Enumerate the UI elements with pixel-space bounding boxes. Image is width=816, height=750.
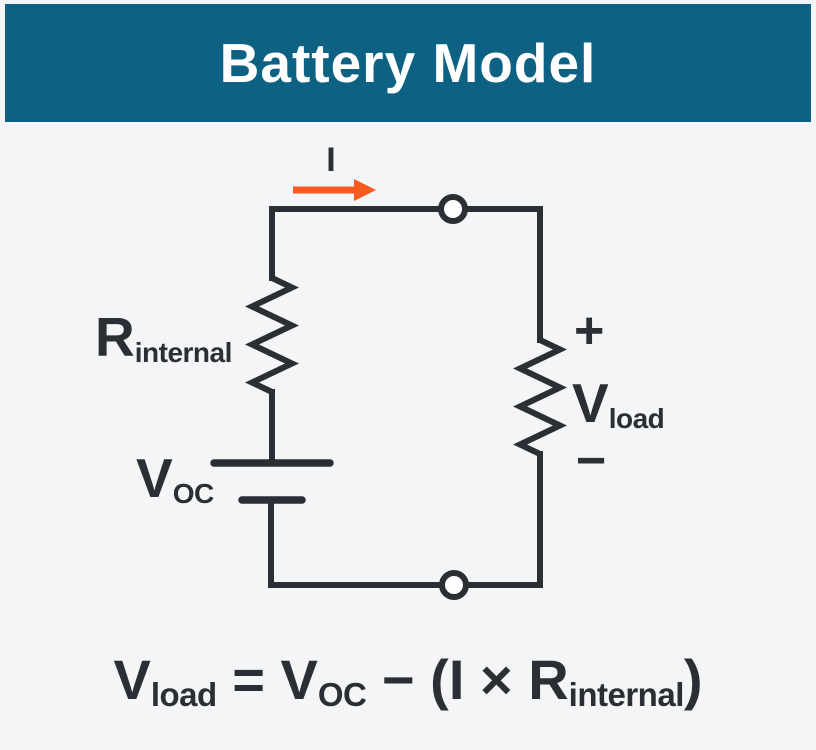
- v-oc-label: VOC: [136, 451, 215, 510]
- formula-v-oc: V: [280, 648, 318, 711]
- formula-minus-open: − (: [366, 648, 449, 711]
- page-title: Battery Model: [219, 31, 597, 94]
- bottom-terminal-node: [439, 570, 469, 600]
- load-resistor-zigzag: [513, 337, 567, 457]
- current-arrow-icon: [293, 179, 376, 201]
- minus-sign-label: −: [576, 432, 607, 490]
- plus-sign-label: +: [574, 302, 605, 360]
- formula-close-paren: ): [683, 648, 703, 711]
- formula-r-internal: R: [528, 648, 569, 711]
- load-voltage-formula: Vload = VOC − (I × Rinternal): [0, 652, 816, 712]
- v-oc-symbol: V: [136, 447, 173, 509]
- formula-times: ×: [464, 648, 529, 711]
- formula-equals: =: [216, 648, 281, 711]
- r-internal-label: Rinternal: [95, 310, 233, 369]
- v-oc-subscript: OC: [172, 478, 215, 510]
- formula-v-load: V: [113, 648, 151, 711]
- current-label: I: [326, 141, 336, 179]
- circuit-wires: [210, 206, 567, 588]
- top-terminal-node: [438, 194, 468, 224]
- v-load-symbol: V: [572, 372, 609, 434]
- internal-resistor-zigzag: [245, 275, 299, 395]
- formula-v-load-sub: load: [150, 676, 217, 714]
- v-load-subscript: load: [608, 403, 665, 435]
- r-internal-subscript: internal: [134, 337, 233, 369]
- title-banner: Battery Model: [5, 4, 811, 122]
- formula-v-oc-sub: OC: [317, 676, 367, 714]
- v-load-label: Vload: [572, 376, 665, 435]
- r-internal-symbol: R: [95, 306, 135, 368]
- formula-r-internal-sub: internal: [568, 676, 685, 714]
- formula-current: I: [448, 648, 465, 711]
